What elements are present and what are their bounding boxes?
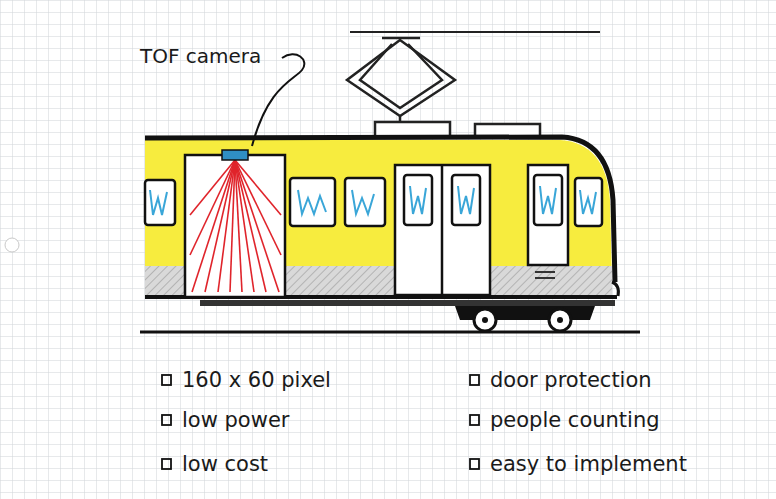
- callout-label: TOF camera: [140, 44, 261, 69]
- pantograph: [347, 38, 455, 124]
- feature-item: people counting: [490, 408, 660, 433]
- wheels: [474, 309, 571, 331]
- feature-item: low cost: [182, 452, 268, 477]
- feature-item: 160 x 60 pixel: [182, 368, 331, 393]
- rail: [140, 331, 640, 334]
- front-nose: [612, 282, 618, 296]
- glass-reflections: [150, 186, 596, 215]
- underframe: [200, 300, 615, 306]
- feature-item: low power: [182, 408, 289, 433]
- camera-rays: [190, 160, 281, 292]
- punch-hole: [5, 238, 19, 252]
- roof-unit: [375, 122, 450, 137]
- rear-door: [528, 165, 568, 265]
- leader-line: [252, 54, 304, 146]
- overhead-wire: [350, 31, 600, 33]
- feature-item: door protection: [490, 368, 652, 393]
- front-door: [185, 155, 285, 297]
- feature-item: easy to implement: [490, 452, 687, 477]
- middle-door: [395, 165, 490, 295]
- tof-camera: [222, 150, 248, 160]
